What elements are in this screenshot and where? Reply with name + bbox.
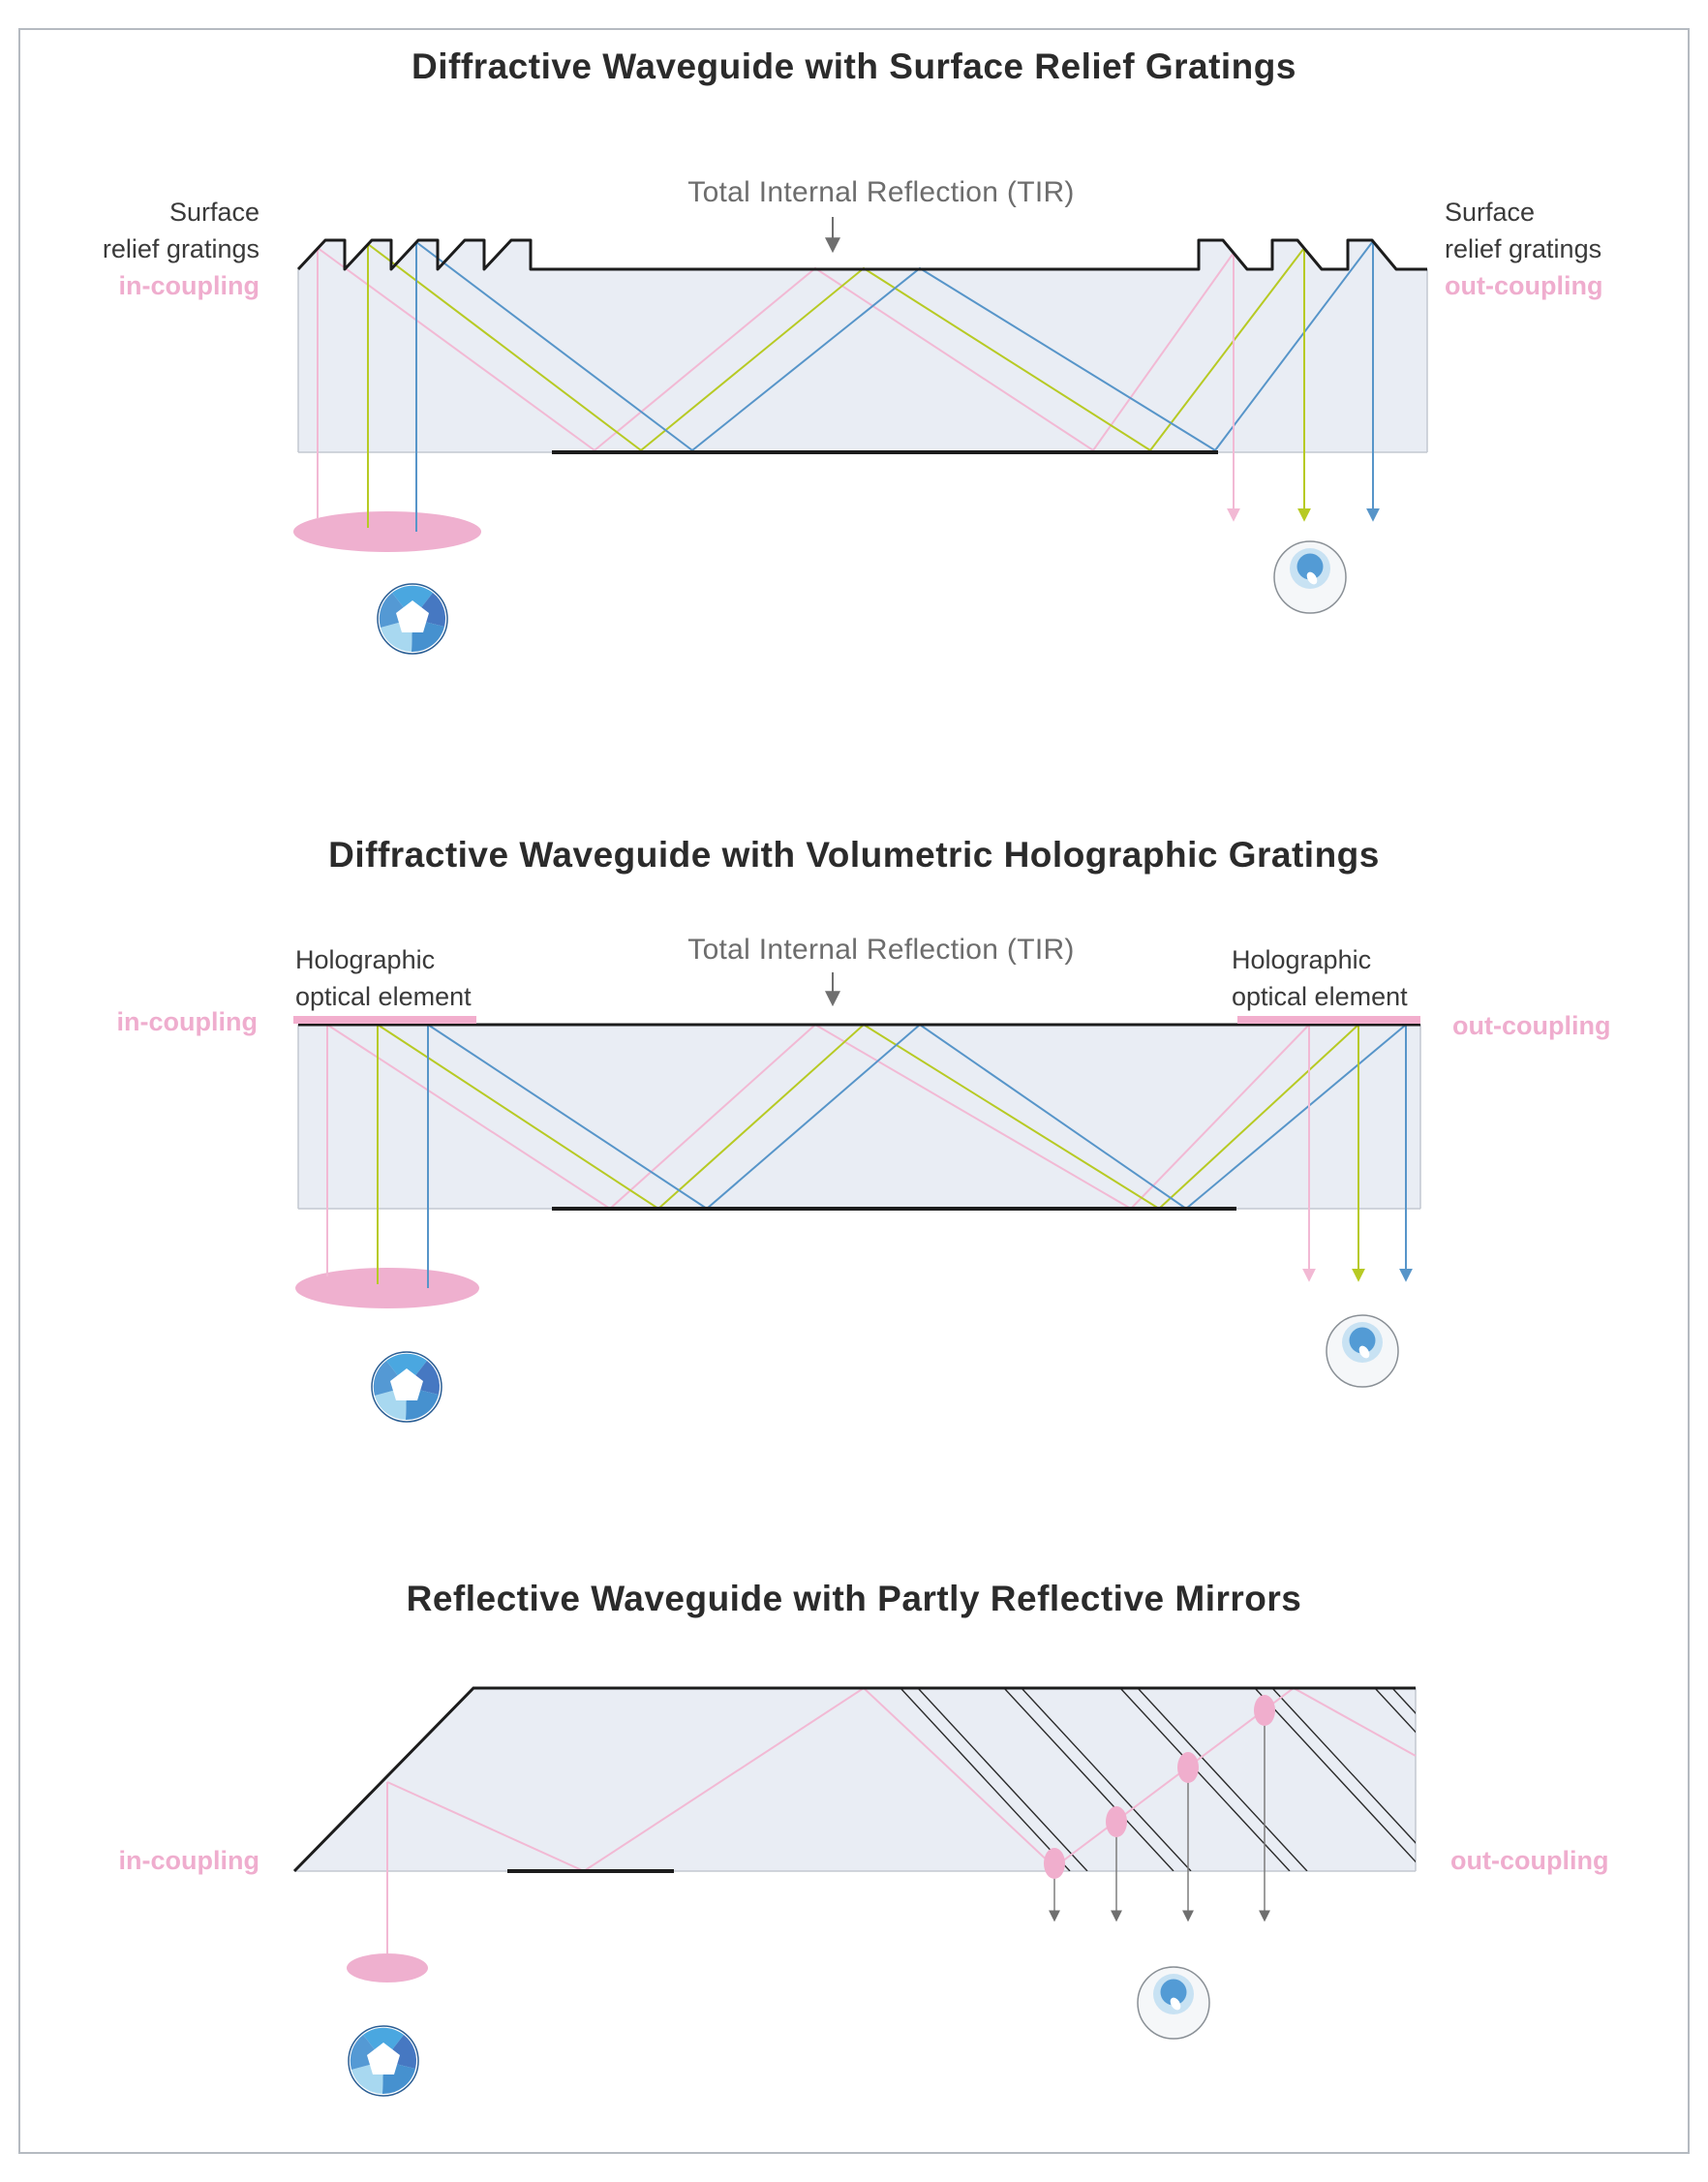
section2-title: Diffractive Waveguide with Volumetric Ho… [328, 835, 1380, 875]
out-coupling-label: out-coupling [1445, 271, 1603, 300]
section1-title: Diffractive Waveguide with Surface Relie… [412, 46, 1296, 86]
label-line: Holographic [1232, 945, 1372, 974]
slab-light-edges [294, 1688, 1417, 1872]
label-line: optical element [1232, 982, 1408, 1011]
waveguide-slab [298, 1025, 1420, 1209]
in-coupling-label: in-coupling [118, 271, 259, 300]
grating-top-outline [296, 238, 1427, 271]
eye-icon [1273, 540, 1347, 614]
projector-aperture-icon [348, 2025, 419, 2097]
label-line: relief gratings [102, 234, 259, 263]
reflection-dot [1044, 1848, 1065, 1879]
section2-left-hoe-label: Holographic optical element [295, 941, 547, 1015]
ray-pink [386, 1686, 1417, 1953]
projector-aperture-icon [377, 583, 448, 655]
eye-icon [1326, 1314, 1399, 1388]
page-border [18, 28, 1690, 2154]
section-surface-relief-gratings [293, 217, 1428, 655]
waveguide-slab [298, 240, 1427, 452]
partly-reflective-mirrors [900, 1688, 1416, 1871]
projector-lens [295, 1268, 479, 1308]
section-volumetric-holographic-gratings [293, 972, 1421, 1423]
label-line: relief gratings [1445, 234, 1602, 263]
section1-left-grating-label: Surface relief gratings in-coupling [39, 194, 259, 304]
reflection-dots [1044, 1695, 1275, 1879]
projector-lens [293, 511, 481, 552]
section1-tir-label: Total Internal Reflection (TIR) [687, 176, 1075, 208]
label-line: Surface [1445, 198, 1536, 227]
out-arrows-gray [1049, 1710, 1270, 1922]
section2-out-coupling-label: out-coupling [1452, 1011, 1611, 1040]
section3-in-coupling-label: in-coupling [118, 1846, 259, 1875]
eye-icon [1137, 1966, 1210, 2040]
section3-out-coupling-label: out-coupling [1450, 1846, 1609, 1875]
slab-top-outline [292, 1686, 1416, 1873]
label-line: Holographic [295, 945, 436, 974]
section2-tir-label: Total Internal Reflection (TIR) [687, 934, 1075, 966]
reflection-dot [1106, 1806, 1127, 1837]
reflection-dot [1177, 1752, 1199, 1783]
reflection-dot [1254, 1695, 1275, 1726]
hoe-strip-in-coupling [293, 1016, 476, 1024]
hoe-strip-out-coupling [1237, 1016, 1420, 1024]
label-line: Surface [168, 198, 259, 227]
section2-right-hoe-label: Holographic optical element [1232, 941, 1483, 1015]
section2-in-coupling-label: in-coupling [116, 1007, 258, 1036]
waveguide-slab [294, 1688, 1416, 1871]
section3-title: Reflective Waveguide with Partly Reflect… [406, 1579, 1302, 1618]
section-partly-reflective-mirrors [292, 1686, 1417, 2097]
projector-lens [347, 1953, 428, 1982]
projector-aperture-icon [371, 1351, 442, 1423]
label-line: optical element [295, 982, 472, 1011]
section1-right-grating-label: Surface relief gratings out-coupling [1445, 194, 1677, 304]
